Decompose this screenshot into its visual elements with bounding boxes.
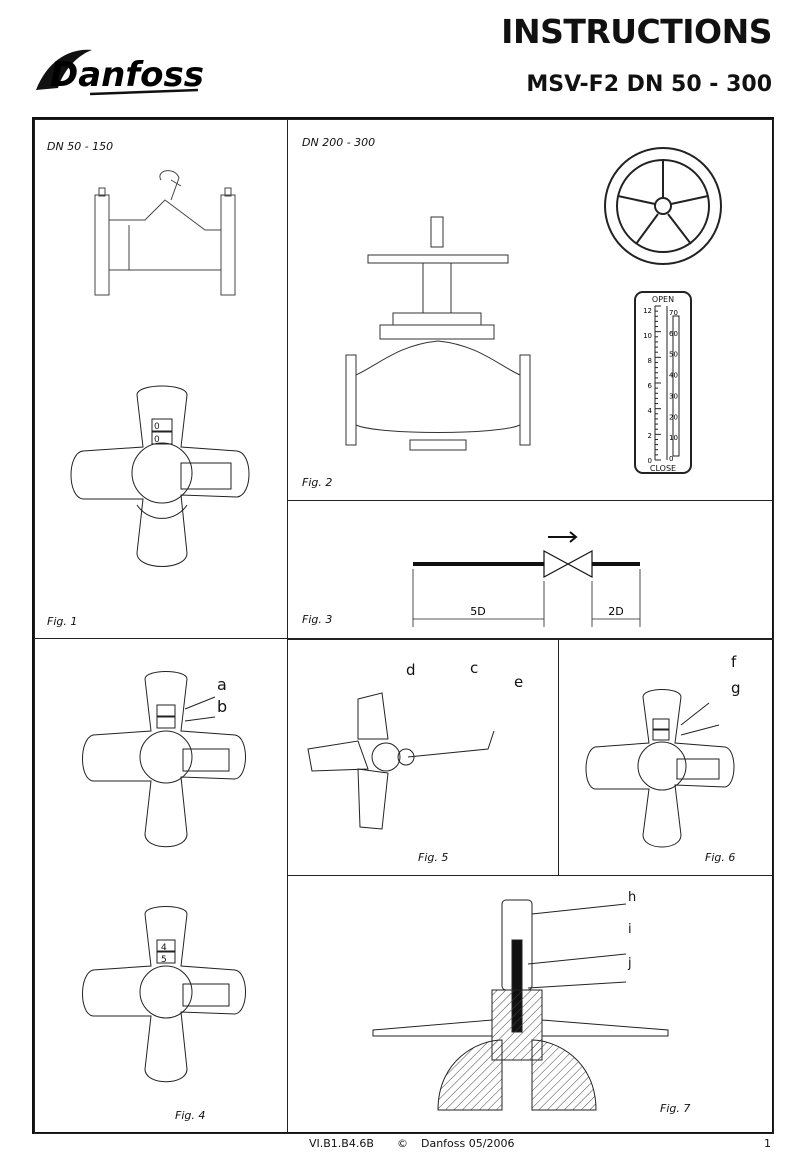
page-footer: VI.B1.B4.6B © Danfoss 05/2006 1 (0, 1137, 808, 1157)
callout-h: h (628, 890, 637, 905)
edition: Danfoss 05/2006 (421, 1137, 515, 1150)
callout-g: g (731, 679, 741, 697)
scale-right-label: 50 (669, 351, 678, 359)
scale-right-label: 20 (669, 413, 678, 421)
scale-right-label: 60 (669, 330, 678, 338)
panel-fig-7: h i j Fig. 7 (287, 875, 774, 1134)
scale-left-label: 2 (648, 432, 652, 440)
handwheel-presetting-tool (307, 692, 495, 830)
callout-f: f (731, 653, 737, 671)
panel-fig-2: DN 200 - 300 (287, 119, 774, 501)
handwheel-top-view: 0 0 (70, 385, 250, 567)
flow-arrow-icon (548, 531, 578, 543)
panel-fig-4: a b 4 5 Fig. 4 (34, 638, 288, 1134)
scale-left-label: 6 (648, 382, 653, 390)
scale-left-label: 4 (648, 407, 653, 415)
panel-fig-3: 5D 2D Fig. 3 (287, 500, 774, 640)
figure-caption: Fig. 4 (175, 1109, 206, 1122)
scale-close-label: CLOSE (650, 464, 676, 473)
callout-b: b (217, 697, 228, 716)
panel-label: DN 50 - 150 (47, 140, 114, 153)
handwheel-top-view-b: 4 5 (82, 906, 246, 1083)
figure-caption: Fig. 1 (47, 615, 78, 628)
callout-i: i (628, 922, 632, 937)
counter-top: 4 (161, 943, 167, 953)
panel-fig-6: f g Fig. 6 (558, 638, 774, 876)
valve-large-view (345, 216, 531, 451)
product-subtitle: MSV-F2 DN 50 - 300 (526, 72, 772, 97)
doc-code: VI.B1.B4.6B (309, 1137, 374, 1150)
valve-side-view (94, 170, 236, 296)
scale-right-label: 10 (669, 434, 678, 442)
handwheel-lock-view (585, 689, 735, 848)
handwheel-icon (604, 147, 722, 265)
copyright-symbol: © (397, 1137, 408, 1150)
page-number: 1 (764, 1137, 771, 1150)
counter-bottom: 5 (161, 955, 167, 965)
scale-open-label: OPEN (652, 295, 674, 304)
scale-right-label: 0 (669, 455, 673, 463)
panel-fig-5: d c e Fig. 5 (287, 638, 559, 876)
panel-fig-1: DN 50 - 150 0 0 Fig. 1 (34, 119, 288, 639)
svg-text:0: 0 (154, 435, 160, 445)
figure-caption: Fig. 3 (302, 613, 333, 626)
dimension-2d: 2D (608, 605, 623, 618)
installation-diagram: 5D 2D (412, 531, 641, 627)
figure-caption: Fig. 2 (302, 476, 333, 489)
callout-e: e (514, 673, 524, 691)
callout-j: j (628, 956, 632, 971)
figure-caption: Fig. 6 (705, 851, 736, 864)
handwheel-top-view-a (82, 671, 246, 848)
panel-label: DN 200 - 300 (302, 136, 376, 149)
scale-right-label: 30 (669, 392, 678, 400)
danfoss-logo: Danfoss (36, 49, 204, 96)
valve-symbol-icon (543, 549, 593, 579)
figure-frame: DN 50 - 150 0 0 Fig. 1 (32, 117, 774, 1134)
brand-wordmark: Danfoss (50, 55, 204, 95)
scale-left-label: 12 (643, 307, 652, 315)
dimension-5d: 5D (470, 605, 485, 618)
scale-left-label: 10 (643, 332, 652, 340)
scale-left-label: 8 (648, 357, 652, 365)
figure-caption: Fig. 7 (660, 1102, 691, 1115)
scale-left-label: 0 (648, 457, 652, 465)
svg-text:0: 0 (154, 422, 160, 432)
scale-right-label: 40 (669, 372, 678, 380)
callout-d: d (406, 661, 416, 679)
scale-right-label: 70 (669, 309, 678, 317)
callout-a: a (217, 675, 227, 694)
callout-c: c (470, 659, 479, 677)
figure-caption: Fig. 5 (418, 851, 449, 864)
page-title: INSTRUCTIONS (501, 12, 772, 51)
handwheel-section-view (372, 899, 669, 1111)
